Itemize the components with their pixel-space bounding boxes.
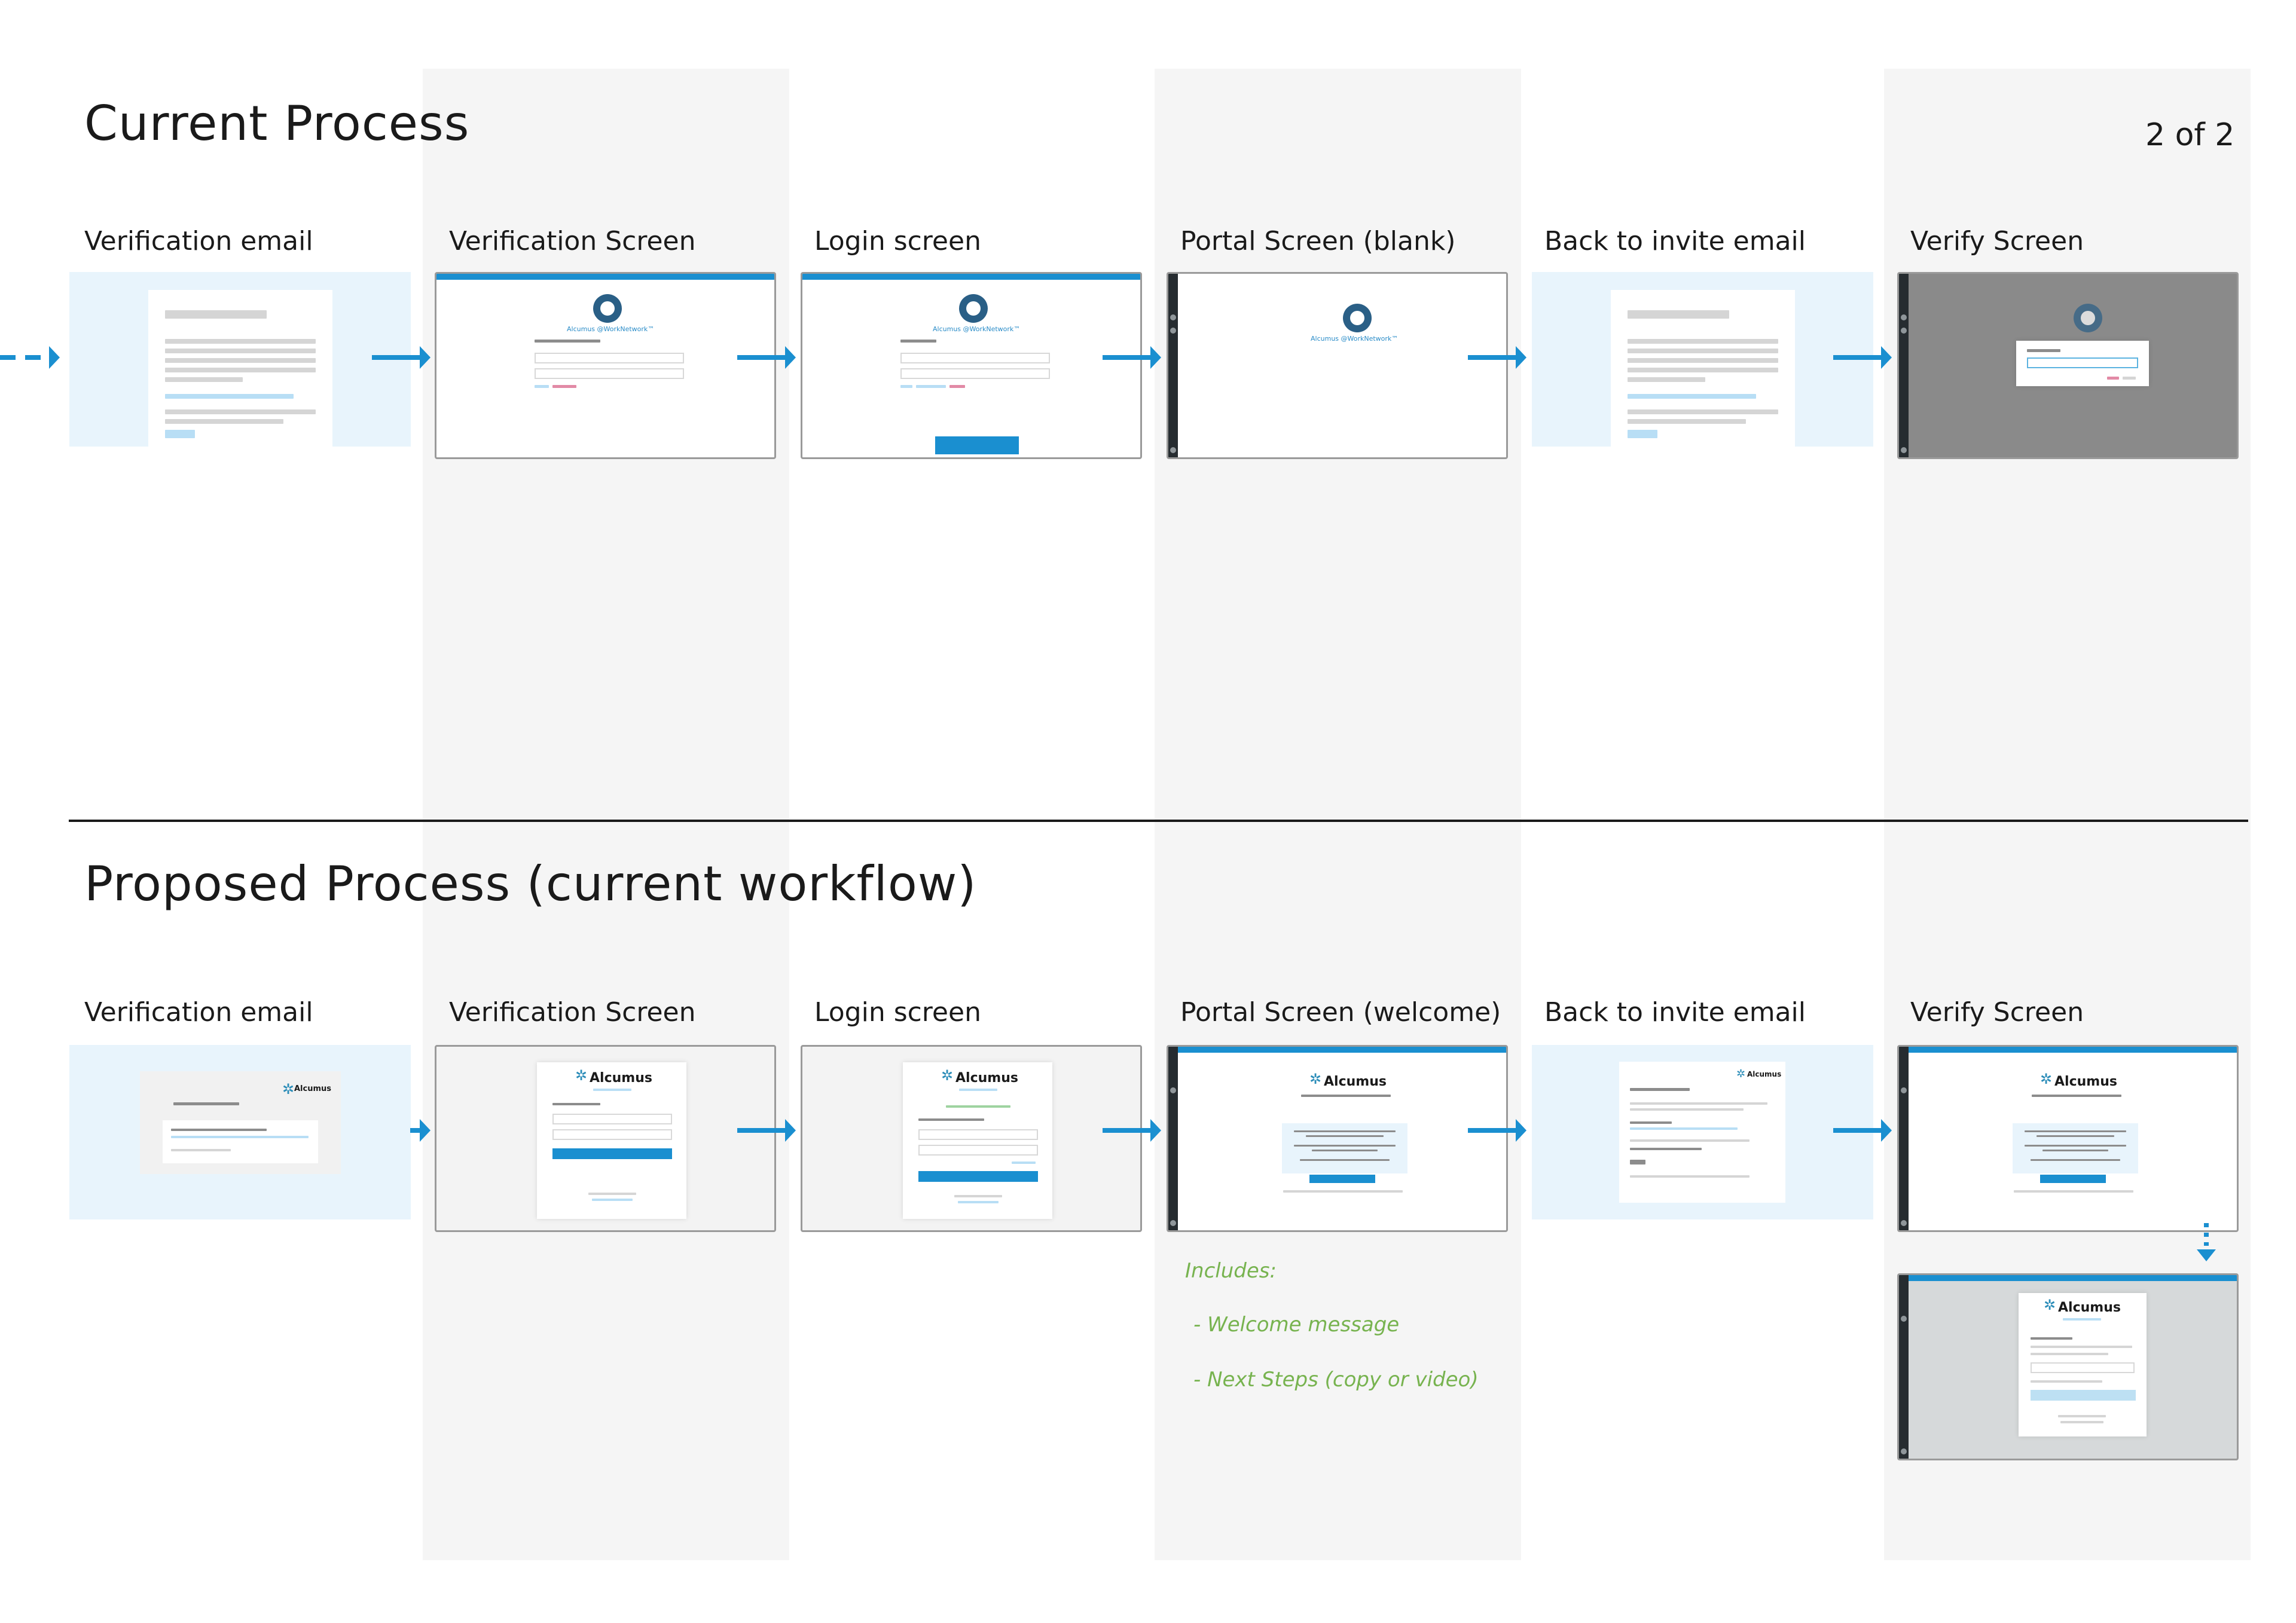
login-banner-button xyxy=(935,436,1019,454)
proposed-verification-screen-thumbnail: ✲ Alcumus xyxy=(435,1045,776,1232)
current-step-label-2: Verification Screen xyxy=(449,226,696,256)
proposed-arrow-4-head xyxy=(1516,1119,1526,1142)
next-steps-button xyxy=(1309,1175,1375,1183)
proposed-step-label-4: Portal Screen (welcome) xyxy=(1180,997,1501,1028)
current-portal-blank-thumbnail: Alcumus @WorkNetwork™ xyxy=(1167,272,1508,459)
proposed-arrow-2 xyxy=(737,1128,793,1133)
welcome-message-panel xyxy=(1282,1123,1407,1173)
proposed-invite-email-thumbnail: ✲ Alcumus xyxy=(1532,1045,1873,1219)
brand-name: Alcumus xyxy=(1747,1070,1782,1078)
proposed-login-screen-thumbnail: ✲ Alcumus xyxy=(801,1045,1142,1232)
vertical-dotted-arrow-head xyxy=(2197,1249,2216,1261)
brand-name: Alcumus xyxy=(1324,1074,1387,1089)
login-button xyxy=(918,1171,1038,1182)
alcumus-star-icon: ✲ xyxy=(1309,1071,1322,1087)
proposed-step-label-5: Back to invite email xyxy=(1544,997,1806,1028)
submit-code-button xyxy=(2031,1390,2136,1401)
current-step-label-6: Verify Screen xyxy=(1910,226,2084,256)
alcumus-globe-logo-icon xyxy=(2074,304,2102,332)
current-invite-email-thumbnail xyxy=(1532,272,1873,447)
alcumus-star-icon: ✲ xyxy=(2044,1297,2056,1313)
proposed-step-label-1: Verification email xyxy=(84,997,313,1028)
proposed-step-label-3: Login screen xyxy=(814,997,981,1028)
proposed-invite-code-thumbnail: ✲ Alcumus xyxy=(1897,1273,2239,1460)
current-arrow-1-head xyxy=(420,346,430,369)
proposed-arrow-2-head xyxy=(785,1119,796,1142)
proposed-portal-welcome-thumbnail: ✲ Alcumus xyxy=(1167,1045,1508,1232)
alcumus-globe-logo-icon xyxy=(1343,304,1372,332)
current-verification-email-thumbnail xyxy=(69,272,411,447)
brand-network-label: Alcumus @WorkNetwork™ xyxy=(567,325,655,333)
proposed-arrow-5-head xyxy=(1881,1119,1892,1142)
current-arrow-2 xyxy=(737,355,793,360)
alcumus-star-icon: ✲ xyxy=(2040,1071,2053,1087)
current-arrow-5 xyxy=(1833,355,1889,360)
includes-note: Includes: xyxy=(1185,1259,1277,1283)
incoming-dashed-arrow xyxy=(0,355,53,360)
current-verification-screen-thumbnail: Alcumus @WorkNetwork™ xyxy=(435,272,776,459)
current-arrow-3-head xyxy=(1150,346,1161,369)
accept-invitation-modal xyxy=(2016,341,2149,386)
brand-name: Alcumus xyxy=(294,1084,332,1093)
proposed-arrow-1 xyxy=(410,1128,428,1133)
alcumus-star-icon: ✲ xyxy=(941,1067,954,1084)
proposed-step-label-6: Verify Screen xyxy=(1910,997,2084,1028)
proposed-verification-email-thumbnail: ✲ Alcumus xyxy=(69,1045,411,1219)
alcumus-star-icon: ✲ xyxy=(1736,1068,1746,1080)
proposed-arrow-1-head xyxy=(420,1119,430,1142)
current-step-label-4: Portal Screen (blank) xyxy=(1180,226,1456,256)
brand-name: Alcumus xyxy=(2058,1300,2121,1315)
current-arrow-4 xyxy=(1468,355,1523,360)
current-step-label-5: Back to invite email xyxy=(1544,226,1806,256)
next-steps-button xyxy=(2040,1175,2106,1183)
current-login-screen-thumbnail: Alcumus @WorkNetwork™ xyxy=(801,272,1142,459)
current-arrow-4-head xyxy=(1516,346,1526,369)
proposed-arrow-3 xyxy=(1103,1128,1158,1133)
current-process-title: Current Process xyxy=(84,96,470,151)
brand-name: Alcumus xyxy=(955,1071,1018,1086)
verify-button xyxy=(552,1148,672,1159)
proposed-arrow-5 xyxy=(1833,1128,1889,1133)
proposed-process-title: Proposed Process (current workflow) xyxy=(84,856,977,912)
brand-name: Alcumus xyxy=(2054,1074,2117,1089)
brand-network-label: Alcumus @WorkNetwork™ xyxy=(1311,335,1399,343)
welcome-message-panel xyxy=(2013,1123,2138,1173)
proposed-arrow-3-head xyxy=(1150,1119,1161,1142)
brand-network-label: Alcumus @WorkNetwork™ xyxy=(933,325,1021,333)
vertical-dotted-arrow xyxy=(2204,1223,2209,1246)
current-arrow-1 xyxy=(372,355,428,360)
welcome-message-note: - Welcome message xyxy=(1193,1313,1400,1337)
alcumus-globe-logo-icon xyxy=(959,294,988,323)
current-arrow-2-head xyxy=(785,346,796,369)
alcumus-star-icon: ✲ xyxy=(282,1081,295,1098)
brand-name: Alcumus xyxy=(590,1071,652,1086)
section-divider xyxy=(69,820,2248,822)
current-arrow-5-head xyxy=(1881,346,1892,369)
current-step-label-3: Login screen xyxy=(814,226,981,256)
alcumus-globe-logo-icon xyxy=(593,294,622,323)
proposed-verify-screen-thumbnail: ✲ Alcumus xyxy=(1897,1045,2239,1232)
current-verify-screen-thumbnail xyxy=(1897,272,2239,459)
current-step-label-1: Verification email xyxy=(84,226,313,256)
current-arrow-3 xyxy=(1103,355,1158,360)
incoming-arrow-head xyxy=(49,346,60,369)
proposed-arrow-4 xyxy=(1468,1128,1523,1133)
next-steps-note: - Next Steps (copy or video) xyxy=(1193,1368,1479,1392)
proposed-step-label-2: Verification Screen xyxy=(449,997,696,1028)
page-indicator: 2 of 2 xyxy=(2145,117,2235,153)
alcumus-star-icon: ✲ xyxy=(575,1067,588,1084)
